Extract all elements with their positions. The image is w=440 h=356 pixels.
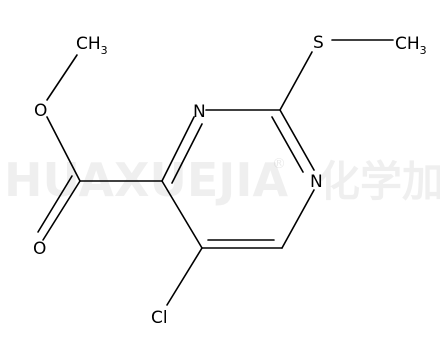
carbonyl-oxygen-label: O <box>33 239 46 259</box>
bonds <box>37 39 394 306</box>
atom-labels: CH3 O O N N S CH3 Cl <box>33 33 427 328</box>
bond-carbonyl-double-inner <box>37 175 73 233</box>
bond-carbonyl-double-outer <box>42 180 81 241</box>
ring-nitrogen-top-label: N <box>193 102 206 122</box>
ether-oxygen-label: O <box>34 101 47 121</box>
bond-ring-c5-c4 <box>161 180 203 249</box>
watermark: HUAXUEJIA ® 化学加 <box>4 153 440 207</box>
bond-ring-c2-n1-inner <box>271 116 304 173</box>
sulfur-label: S <box>313 33 324 53</box>
bond-ring-c4-n3-inner <box>171 123 203 184</box>
ring-nitrogen-right-label: N <box>310 172 323 192</box>
bond-methyl-ether-oxygen <box>46 54 78 101</box>
watermark-registered-mark: ® <box>272 156 286 172</box>
methyl-ester-label: CH3 <box>76 34 108 57</box>
bond-ring-c2-n1 <box>279 109 315 171</box>
bond-c2-sulfur <box>279 51 313 111</box>
bond-c5-chlorine <box>166 247 203 306</box>
bond-ring-n1-c6 <box>281 189 315 249</box>
chlorine-label: Cl <box>151 308 168 328</box>
methyl-thio-label: CH3 <box>395 34 427 57</box>
watermark-chinese: 化学加 <box>318 157 440 206</box>
bond-ring-c4-n3 <box>161 116 195 182</box>
watermark-latin: HUAXUEJIA <box>4 153 289 207</box>
bond-ether-oxygen-carbonyl-carbon <box>46 116 81 182</box>
